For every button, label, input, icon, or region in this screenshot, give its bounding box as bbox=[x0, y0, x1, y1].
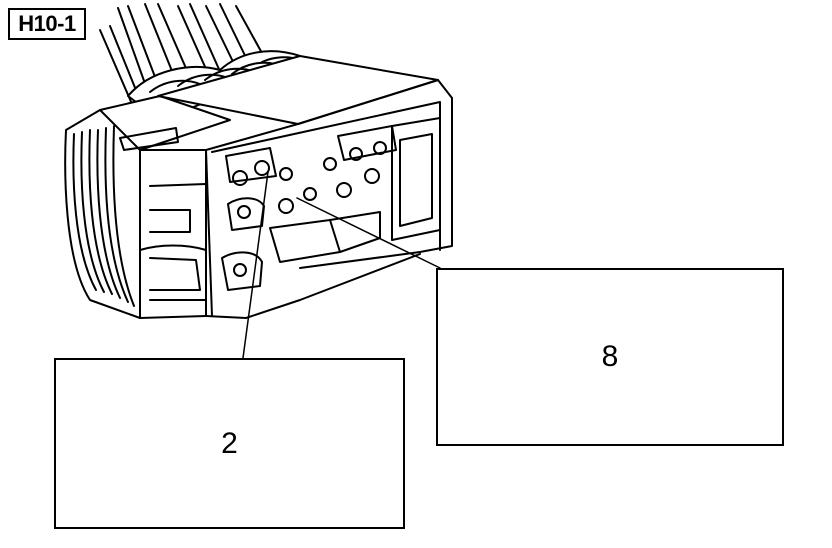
callout-box-pin-2: 2 bbox=[54, 358, 405, 529]
wire-bundle bbox=[99, 3, 269, 105]
connector-body bbox=[139, 55, 453, 319]
connector-id-label: H10-1 bbox=[8, 8, 86, 40]
callout-pin-number: 8 bbox=[601, 340, 619, 373]
leader-line-8 bbox=[296, 197, 441, 269]
terminal-cavities bbox=[221, 117, 441, 291]
leader-line-2 bbox=[242, 171, 269, 359]
callout-pin-number: 2 bbox=[221, 426, 238, 460]
callout-box-pin-8: 8 bbox=[436, 268, 784, 446]
leader-lines bbox=[242, 171, 441, 359]
housing-shroud bbox=[64, 95, 231, 319]
